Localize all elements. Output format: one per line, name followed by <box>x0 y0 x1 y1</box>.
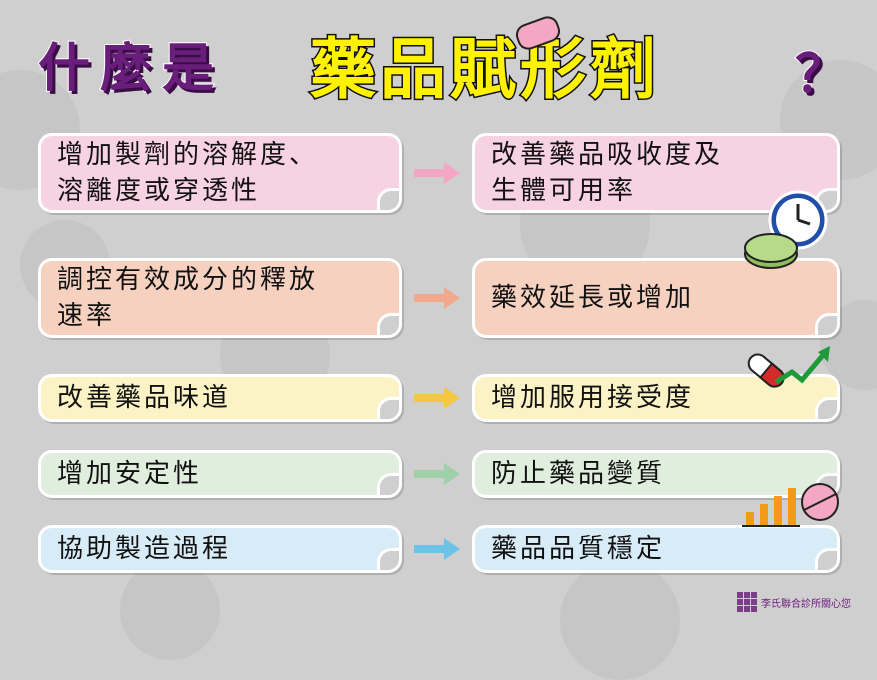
logo-text: 李氏聯合診所關心您 <box>761 598 851 610</box>
title-prefix: 什麼是 <box>37 38 225 100</box>
clinic-logo: 李氏聯合診所關心您 <box>737 592 851 612</box>
card-left: 協助製造過程 <box>38 525 402 573</box>
card-left: 增加安定性 <box>38 450 402 498</box>
bg-blob <box>560 560 680 680</box>
left-text: 協助製造過程 <box>57 534 232 564</box>
arrow-right-icon <box>414 387 460 409</box>
card-right: 防止藥品變質 <box>472 450 840 498</box>
card-left: 增加製劑的溶解度、 溶離度或穿透性 <box>38 133 402 213</box>
capsule-icon <box>747 346 830 388</box>
bar-chart-icon <box>742 483 839 527</box>
pill-icon <box>801 483 839 521</box>
logo-mark-icon <box>737 592 757 612</box>
left-text: 改善藥品味道 <box>57 383 232 413</box>
title-highlight: 藥品賦形劑 <box>309 30 660 110</box>
arrow-right-icon <box>414 538 460 560</box>
right-text: 增加服用接受度 <box>491 383 695 413</box>
right-text: 藥品品質穩定 <box>491 534 666 564</box>
card-left: 改善藥品味道 <box>38 374 402 422</box>
trend-arrow-icon <box>774 352 826 385</box>
card-right: 藥品品質穩定 <box>472 525 840 573</box>
arrow-right-icon <box>414 162 460 184</box>
tablet-icon <box>744 233 798 269</box>
right-text: 藥效延長或增加 <box>491 283 695 313</box>
left-text: 調控有效成分的釋放 速率 <box>57 265 319 331</box>
left-text: 增加製劑的溶解度、 溶離度或穿透性 <box>57 140 319 206</box>
right-text: 防止藥品變質 <box>491 459 666 489</box>
card-left: 調控有效成分的釋放 速率 <box>38 258 402 338</box>
card-right: 藥效延長或增加 <box>472 258 840 338</box>
arrow-right-icon <box>414 287 460 309</box>
right-text: 改善藥品吸收度及 生體可用率 <box>491 140 724 206</box>
arrow-right-icon <box>414 463 460 485</box>
title-suffix: ？ <box>794 44 848 106</box>
bg-blob <box>120 560 220 660</box>
left-text: 增加安定性 <box>57 459 203 489</box>
page-title: 什麼是 藥品賦形劑 ？ <box>0 8 877 110</box>
card-right: 增加服用接受度 <box>472 374 840 422</box>
